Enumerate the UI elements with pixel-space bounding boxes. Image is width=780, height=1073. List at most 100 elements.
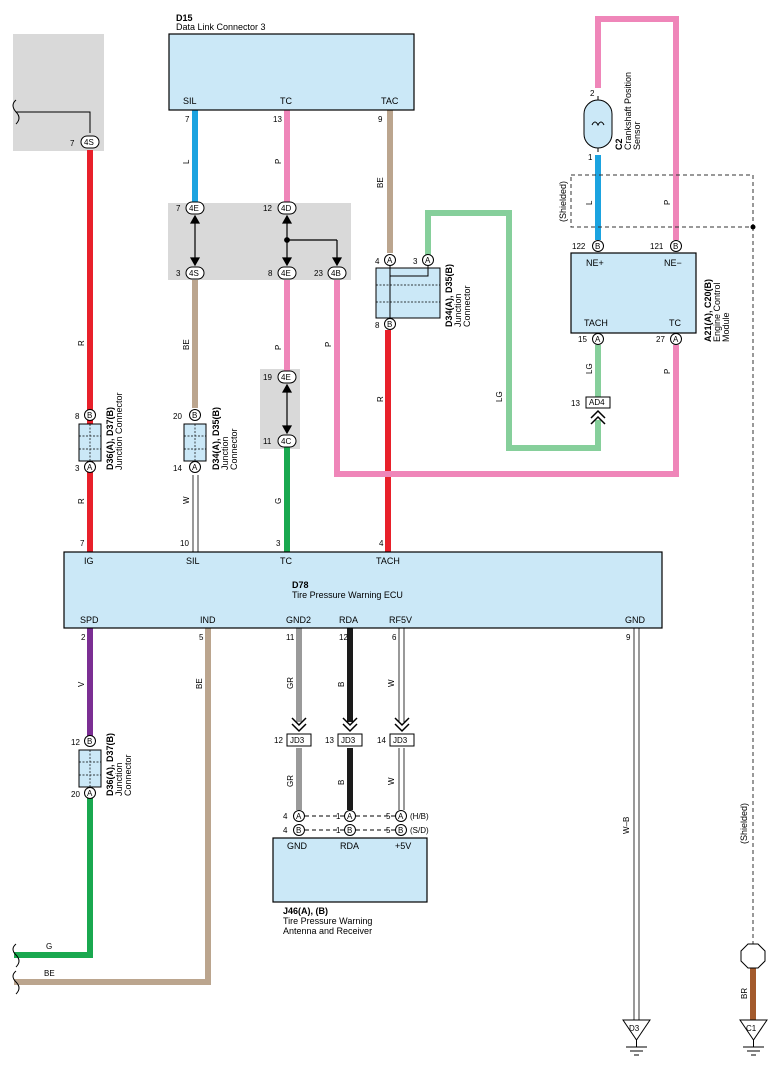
wc-be-4: BE — [44, 969, 55, 978]
svg-text:12: 12 — [274, 736, 283, 745]
svg-text:A: A — [87, 789, 93, 798]
dlc-code: D15 — [176, 13, 193, 23]
splice-4e-c: 4E 19 — [263, 370, 297, 384]
svg-text:D36(A), D37(B): D36(A), D37(B) — [105, 407, 115, 470]
svg-text:(H/B): (H/B) — [410, 812, 429, 821]
svg-text:D36(A), D37(B): D36(A), D37(B) — [105, 733, 115, 796]
svg-text:B: B — [192, 411, 197, 420]
svg-text:19: 19 — [263, 373, 272, 382]
svg-text:B: B — [398, 826, 403, 835]
wire-green-spd — [14, 797, 93, 958]
shielded-label-top: (Shielded) — [558, 181, 568, 222]
wc-be-2: BE — [376, 177, 385, 188]
wc-p-3: P — [324, 342, 333, 347]
dlc-pin-sil: SIL — [183, 96, 197, 106]
svg-text:B: B — [673, 242, 678, 251]
svg-text:A: A — [296, 812, 302, 821]
svg-text:3: 3 — [75, 464, 80, 473]
svg-text:20: 20 — [71, 790, 80, 799]
panel-top-left — [13, 34, 104, 151]
svg-text:1: 1 — [336, 812, 341, 821]
svg-text:4E: 4E — [281, 269, 291, 278]
wire-lightgreen — [425, 210, 601, 451]
svg-text:B: B — [296, 826, 301, 835]
ground-d3-icon: D3 — [622, 1019, 651, 1056]
dlc-pin-tac: TAC — [381, 96, 399, 106]
svg-text:8: 8 — [375, 321, 380, 330]
svg-text:A: A — [192, 463, 198, 472]
svg-text:122: 122 — [572, 242, 586, 251]
svg-text:7: 7 — [80, 539, 85, 548]
jd3-connectors: JD3 JD3 JD3 12 13 14 — [274, 717, 415, 747]
dlc-num-7: 7 — [185, 115, 190, 124]
svg-text:11: 11 — [286, 633, 295, 642]
svg-text:A: A — [673, 335, 679, 344]
svg-text:D78: D78 — [292, 580, 309, 590]
splice-4e-a: 4E 7 — [176, 201, 205, 215]
shield-box — [570, 174, 754, 228]
dlc-num-13: 13 — [273, 115, 282, 124]
junction-connector-1: B A 8 3 D36(A), D37(B) Junction Connecto… — [75, 392, 124, 473]
splice-4s-top: 4S 7 — [70, 135, 100, 149]
svg-text:RDA: RDA — [340, 841, 359, 851]
svg-text:3: 3 — [176, 269, 181, 278]
wc-g-2: G — [46, 942, 52, 951]
svg-text:8: 8 — [268, 269, 273, 278]
svg-text:A: A — [87, 463, 93, 472]
svg-text:13: 13 — [325, 736, 334, 745]
splice-4b: 4B 23 — [314, 266, 347, 280]
svg-text:4B: 4B — [331, 269, 341, 278]
wc-lg-2: LG — [585, 363, 594, 374]
svg-text:Connector: Connector — [123, 754, 133, 796]
svg-text:NE−: NE− — [664, 258, 682, 268]
svg-text:C1: C1 — [746, 1024, 757, 1033]
wc-p-5: P — [663, 369, 672, 374]
svg-text:Crankshaft Position: Crankshaft Position — [623, 72, 633, 150]
svg-text:A: A — [387, 256, 393, 265]
wc-be-3: BE — [195, 678, 204, 689]
wc-w-2: W — [387, 679, 396, 687]
wc-g-1: G — [274, 498, 283, 504]
svg-text:14: 14 — [377, 736, 386, 745]
svg-text:B: B — [347, 826, 352, 835]
wc-be-1: BE — [182, 339, 191, 350]
wc-r-3: R — [376, 396, 385, 402]
svg-text:4D: 4D — [281, 204, 291, 213]
wc-lg-1: LG — [495, 391, 504, 402]
wc-b-2: B — [337, 780, 346, 785]
wc-gr-2: GR — [286, 775, 295, 787]
svg-text:23: 23 — [314, 269, 323, 278]
ground-c1-icon: C1 — [739, 1019, 768, 1056]
svg-text:GND: GND — [625, 615, 646, 625]
svg-text:B: B — [595, 242, 600, 251]
wc-p-2: P — [274, 345, 283, 350]
shielded-label-bottom: (Shielded) — [739, 803, 749, 844]
svg-text:121: 121 — [650, 242, 664, 251]
svg-text:IG: IG — [84, 556, 94, 566]
splice-internal-lines — [189, 214, 343, 435]
svg-text:4: 4 — [375, 257, 380, 266]
svg-text:7: 7 — [176, 204, 181, 213]
svg-text:Engine Control: Engine Control — [712, 282, 722, 342]
svg-text:Tire Pressure Warning: Tire Pressure Warning — [283, 916, 372, 926]
svg-text:B: B — [87, 411, 92, 420]
svg-text:5: 5 — [386, 812, 391, 821]
dlc-num-9: 9 — [378, 115, 383, 124]
junction-connector-3: A A B 4 3 8 D34(A), D35(B) Junction Conn… — [375, 254, 472, 330]
svg-text:4: 4 — [283, 826, 288, 835]
break-marks — [12, 943, 20, 995]
wc-w-3: W — [387, 777, 396, 785]
svg-text:Tire Pressure Warning ECU: Tire Pressure Warning ECU — [292, 590, 403, 600]
splice-4c: 4C 11 — [263, 434, 297, 448]
svg-text:2: 2 — [590, 89, 595, 98]
svg-text:TC: TC — [669, 318, 681, 328]
junction-connector-2: B A 20 14 D34(A), D35(B) Junction Connec… — [173, 407, 239, 473]
svg-text:SIL: SIL — [186, 556, 200, 566]
crankshaft-sensor: 2 1 C2 Crankshaft Position Sensor — [583, 72, 642, 162]
svg-text:12: 12 — [71, 738, 80, 747]
svg-text:12: 12 — [263, 204, 272, 213]
splice-4d: 4D 12 — [263, 201, 297, 215]
svg-text:5: 5 — [199, 633, 204, 642]
svg-text:Module: Module — [721, 312, 731, 342]
svg-text:7: 7 — [70, 139, 75, 148]
